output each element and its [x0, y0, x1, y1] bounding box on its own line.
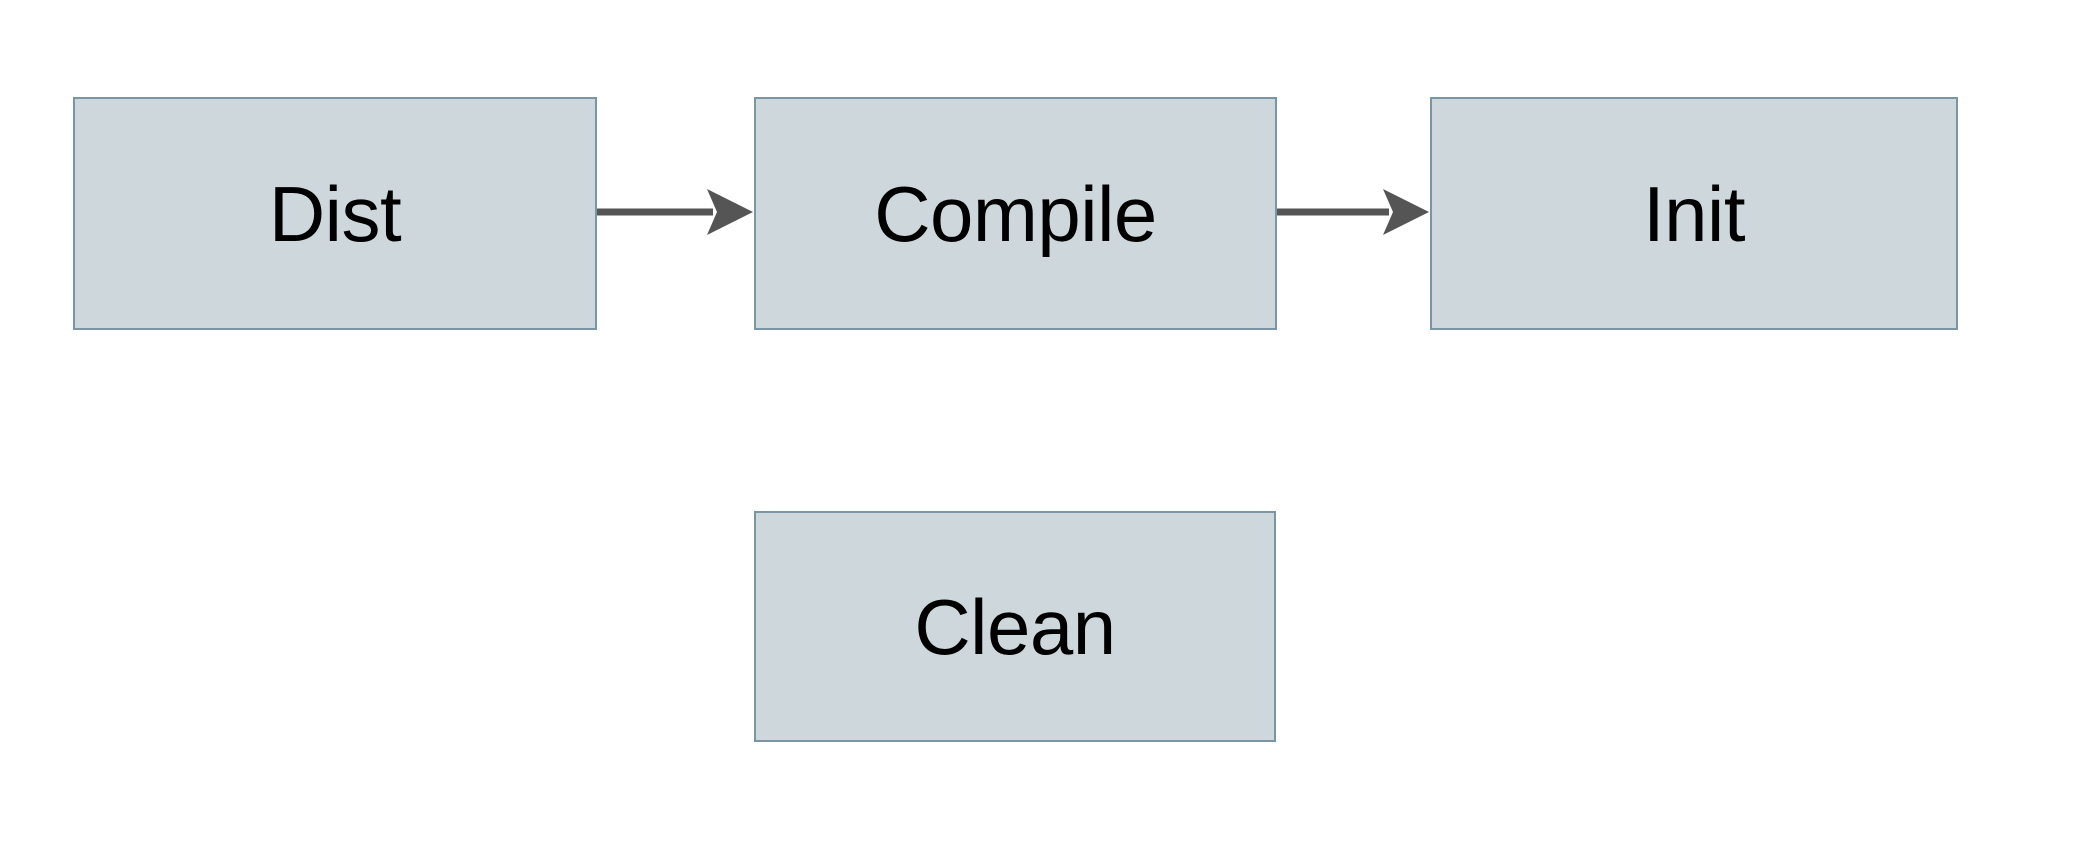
edge-dist-to-compile[interactable] [597, 185, 753, 239]
node-label-clean: Clean [914, 582, 1116, 671]
node-label-dist: Dist [268, 169, 402, 258]
arrowhead-icon [1383, 189, 1429, 235]
node-init[interactable]: Init [1430, 97, 1958, 330]
node-compile[interactable]: Compile [754, 97, 1277, 330]
node-clean[interactable]: Clean [754, 511, 1276, 742]
edge-compile-to-init[interactable] [1277, 185, 1429, 239]
node-dist[interactable]: Dist [73, 97, 597, 330]
node-label-compile: Compile [874, 169, 1157, 258]
node-label-init: Init [1642, 169, 1746, 258]
arrowhead-icon [707, 189, 753, 235]
